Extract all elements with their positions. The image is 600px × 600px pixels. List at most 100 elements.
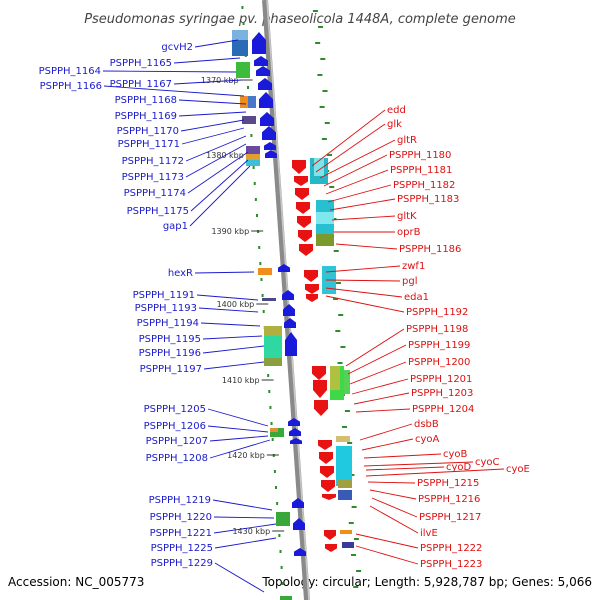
gene-arrow (262, 126, 276, 140)
feature-block (246, 160, 260, 166)
feature-block (314, 158, 324, 176)
gene-label-right: PSPPH_1223 (420, 559, 482, 570)
gc-dot (335, 330, 341, 332)
gene-label-right: ilvE (420, 528, 438, 539)
leader-line (178, 111, 247, 117)
leader-line (173, 57, 241, 64)
gene-label-right: cyoE (506, 464, 530, 475)
leader-line (178, 99, 247, 105)
leader-line (347, 344, 407, 375)
leader-line (187, 151, 249, 194)
gene-label-right: PSPPH_1201 (410, 374, 472, 385)
gc-dot (275, 486, 278, 489)
gc-dot (255, 214, 258, 217)
leader-line (353, 392, 410, 405)
gene-label-right: cyoD (446, 462, 472, 473)
gene-label-left: PSPPH_1197 (140, 364, 202, 375)
gc-dot (351, 554, 356, 556)
gene-label-right: PSPPH_1199 (408, 340, 470, 351)
feature-block (270, 428, 284, 437)
gene-label-right: PSPPH_1198 (406, 324, 468, 335)
leader-line (369, 505, 419, 534)
gene-arrow (252, 32, 266, 54)
gene-label-right: cyoC (475, 457, 500, 468)
gene-label-left: PSPPH_1165 (110, 58, 172, 69)
gc-dot (333, 250, 339, 252)
right-strand-genes (292, 160, 337, 552)
gc-dot (348, 522, 354, 524)
gc-dot (262, 310, 265, 313)
gene-arrow (321, 480, 335, 492)
gene-label-left: PSPPH_1194 (137, 318, 199, 329)
gene-arrow (284, 318, 296, 328)
gene-label-right: cyoB (443, 449, 468, 460)
leader-line (363, 461, 474, 467)
gene-arrow (289, 428, 301, 436)
feature-block (340, 530, 352, 534)
leader-line (102, 70, 237, 73)
ruler-tick-label: 1410 kbp (222, 376, 260, 385)
gene-label-right: glk (387, 119, 402, 130)
gene-arrow (282, 290, 294, 300)
gene-arrow (297, 216, 311, 228)
gene-label-left: PSPPH_1173 (122, 172, 184, 183)
leader-line (209, 439, 271, 459)
leader-line (329, 198, 396, 211)
gc-dot (241, 6, 244, 9)
leader-line (361, 438, 414, 451)
gene-label-left: PSPPH_1175 (127, 206, 189, 217)
gene-label-right: edd (387, 105, 406, 116)
gene-label-left: PSPPH_1172 (122, 156, 184, 167)
leader-line (331, 215, 396, 221)
gene-label-right: eda1 (404, 292, 429, 303)
gene-label-right: PSPPH_1182 (393, 180, 455, 191)
leader-line (103, 85, 245, 97)
feature-block (336, 436, 350, 442)
leader-line (198, 307, 259, 313)
ruler-tick-label: 1420 kbp (227, 451, 265, 460)
gc-dot (347, 442, 353, 444)
gene-arrow (254, 56, 268, 66)
left-strand-genes (252, 32, 306, 556)
gene-arrow (296, 202, 310, 214)
accession-label: Accession: NC_005773 (8, 575, 144, 589)
feature-blocks (232, 30, 354, 600)
gc-dot (321, 138, 327, 140)
gc-dot (351, 506, 357, 508)
feature-block (336, 446, 352, 486)
leader-line (355, 408, 411, 413)
gc-dot (260, 278, 263, 281)
gene-label-left: PSPPH_1164 (39, 66, 101, 77)
leader-line (349, 361, 407, 385)
feature-block (316, 212, 334, 224)
gene-arrow (292, 160, 306, 174)
leader-line (180, 119, 245, 132)
gc-dot (258, 246, 261, 249)
gene-arrow (258, 78, 272, 90)
gc-dot (271, 438, 274, 441)
feature-block (276, 512, 290, 526)
gc-dot (329, 186, 335, 188)
leader-line (325, 295, 405, 313)
ruler-tick-label: 1430 kbp (232, 527, 270, 536)
gc-dot (273, 470, 276, 473)
gene-arrow (292, 498, 304, 508)
gene-arrow (299, 244, 313, 256)
gc-dot (324, 122, 330, 124)
gene-label-right: PSPPH_1181 (390, 165, 452, 176)
map-title: Pseudomonas syringae pv. phaseolicola 14… (84, 12, 516, 27)
feature-block (338, 480, 352, 488)
gene-label-left: PSPPH_1168 (115, 95, 177, 106)
feature-block (242, 116, 256, 124)
leader-line (311, 109, 386, 167)
gc-dot (319, 106, 325, 108)
leader-line (173, 79, 243, 85)
gene-label-right: gltK (397, 211, 417, 222)
leader-line (190, 159, 249, 212)
gene-label-right: PSPPH_1192 (406, 307, 468, 318)
feature-block (258, 268, 272, 275)
leader-line (194, 39, 239, 48)
gc-dot (268, 390, 271, 393)
gc-dot (353, 538, 359, 540)
leader-line (359, 423, 413, 441)
